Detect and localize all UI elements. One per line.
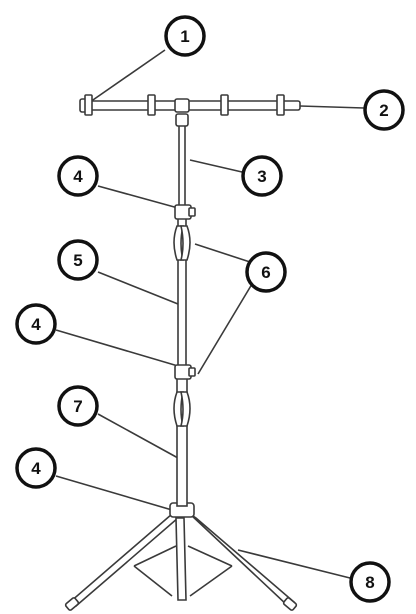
cable-clips [173, 225, 191, 427]
top-tube [178, 115, 186, 213]
locking-knob-upper [188, 207, 196, 217]
leader-line-4c [55, 475, 173, 511]
callout-7: 7 [57, 385, 99, 427]
callout-label: 7 [73, 397, 82, 416]
tripod-base [64, 502, 298, 611]
leader-line-4a [97, 185, 179, 209]
leader-line-7 [97, 413, 179, 459]
callout-label: 2 [379, 101, 388, 120]
callout-label: 8 [365, 573, 374, 592]
callout-label: 3 [257, 167, 266, 186]
leader-line-2 [299, 105, 365, 109]
callout-label: 1 [180, 27, 189, 46]
spigot-1 [84, 94, 93, 116]
tripod-foot-left [64, 597, 80, 611]
tripod-leg-left [68, 512, 180, 608]
cable-clip-upper-b [179, 225, 191, 261]
callout-5: 5 [57, 239, 99, 281]
locking-collars [174, 204, 196, 380]
t-bar [79, 94, 301, 116]
leader-line-1 [89, 49, 166, 103]
mast-top-cap [175, 113, 189, 127]
t-bar-beam [81, 100, 301, 111]
spigot-3 [220, 94, 229, 116]
cable-clip-lower-b [179, 391, 191, 427]
leader-lines [55, 49, 365, 579]
callout-4-upper: 4 [57, 155, 99, 197]
leader-line-8 [237, 549, 351, 579]
spigot-2 [147, 94, 156, 116]
spigot-4 [276, 94, 285, 116]
callout-label: 6 [261, 263, 270, 282]
leader-line-6b [197, 283, 253, 375]
callout-label: 4 [31, 315, 41, 334]
callout-3: 3 [241, 155, 283, 197]
leader-line-5 [97, 271, 179, 305]
callout-label: 4 [73, 167, 83, 186]
callout-1: 1 [164, 15, 206, 57]
callout-4-middle: 4 [15, 303, 57, 345]
leader-line-3 [189, 159, 243, 173]
callout-2: 2 [363, 89, 405, 131]
tripod-foot-right [282, 597, 298, 611]
tripod-brace-right [189, 565, 233, 597]
tripod-brace-right-b [187, 545, 233, 567]
callout-4-lower: 4 [15, 447, 57, 489]
tripod-brace-left-b [133, 545, 177, 567]
callouts: 1 2 3 4 5 6 4 7 [15, 15, 405, 603]
callout-6: 6 [245, 251, 287, 293]
locking-knob-middle [188, 367, 196, 377]
callout-label: 5 [73, 251, 82, 270]
leader-line-4b [55, 329, 179, 367]
t-bar-center-block [174, 98, 190, 113]
callout-8: 8 [349, 561, 391, 603]
callout-label: 4 [31, 459, 41, 478]
stand-mast [175, 113, 189, 507]
leader-line-6a [194, 243, 251, 263]
tripod-leg-center [175, 517, 187, 601]
tripod-brace-left [133, 565, 173, 597]
